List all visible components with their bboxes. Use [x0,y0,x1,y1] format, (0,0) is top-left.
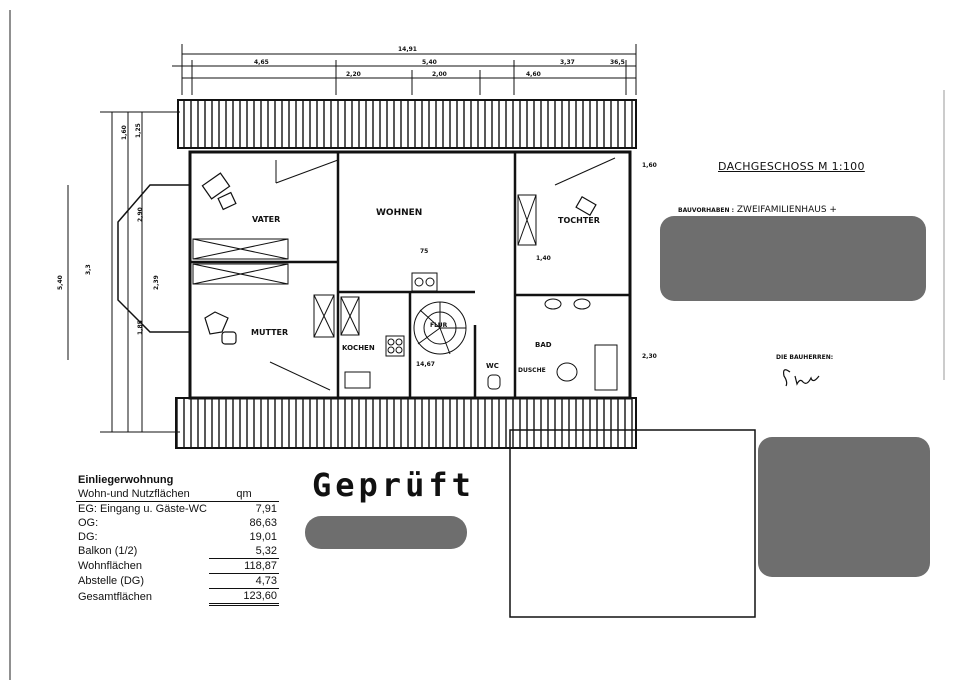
row-value: 86,63 [249,517,277,529]
project-value: ZWEIFAMILIENHAUS + [736,205,837,215]
dim-left5: 1,85 [137,320,144,335]
project-line: BAUVORHABEN : ZWEIFAMILIENHAUS + [678,205,837,215]
signature [783,369,820,387]
table-row: Gesamtflächen 123,60 [76,588,279,606]
dim-left2: 1,25 [135,123,142,138]
roof-band-top [177,99,637,149]
table-row: DG: 19,01 [76,530,279,544]
top-dimensions [172,44,637,95]
dim-seg3: 3,37 [560,59,575,66]
doors [269,157,616,391]
row-value: 118,87 [209,558,279,574]
redaction-block [305,516,467,549]
dim-sub1: 2,20 [346,71,361,78]
row-value: 19,01 [249,531,277,543]
area-flur: 14,67 [416,361,435,368]
room-dusche: DUSCHE [518,367,546,374]
room-flur: FLUR [430,322,448,329]
owners-label: DIE BAUHERREN: [776,354,834,361]
furniture [201,172,597,345]
dim-height-total: 5,40 [57,275,64,290]
table-row: Wohnflächen 118,87 [76,558,279,574]
project-label: BAUVORHABEN : [678,207,735,214]
row-label: OG: [78,517,99,529]
row-value: 7,91 [255,503,277,515]
dim-right1: 1,60 [642,162,657,169]
room-mutter: MUTTER [251,328,288,337]
dim-seg1: 4,65 [254,59,269,66]
dim-left3: 2,90 [137,207,144,222]
site-outline [509,429,756,618]
dim-right2: 2,30 [642,353,657,360]
dim-stair-width: 75 [420,248,428,255]
dim-sub3: 4,60 [526,71,541,78]
dim-tochter-width: 1,40 [536,255,551,262]
row-value: 123,60 [209,588,279,606]
row-value: 4,73 [209,573,279,589]
dim-seg2: 5,40 [422,59,437,66]
area-table-unit: qm [209,487,279,502]
table-row: EG: Eingang u. Gäste-WC 7,91 [76,502,279,517]
row-label: Gesamtflächen [78,590,152,603]
room-bad: BAD [535,341,552,349]
redaction-block [758,437,930,577]
table-row: Abstelle (DG) 4,73 [76,573,279,589]
plan-title: DACHGESCHOSS M 1:100 [718,160,865,173]
dim-left1: 1,60 [121,125,128,140]
wardrobes [192,194,537,338]
dim-total-width: 14,91 [398,46,417,53]
dim-seg4: 36,5 [610,59,625,66]
row-label: Abstelle (DG) [78,575,145,587]
dim-left4: 2,39 [153,275,160,290]
room-kochen: KOCHEN [342,344,375,352]
approved-stamp: Geprüft [312,466,475,504]
table-row: OG: 86,63 [76,516,279,530]
row-value: 5,32 [209,544,279,559]
row-label: Wohnflächen [78,560,143,572]
spiral-stair [413,301,467,355]
interior-walls [190,152,630,398]
table-row: Balkon (1/2) 5,32 [76,544,279,559]
bay-window [117,184,190,333]
room-vater: VATER [252,215,280,224]
area-table-heading: Einliegerwohnung [78,474,174,486]
room-wc: WC [486,362,499,370]
roof-band-bottom [175,397,637,449]
row-label: EG: Eingang u. Gäste-WC [78,503,207,515]
row-label: DG: [78,531,98,543]
room-tochter: TOCHTER [558,216,600,225]
area-table-subheading: Wohn-und Nutzflächen [76,487,209,502]
row-label: Balkon (1/2) [78,545,138,558]
dim-bay: 3,3 [85,264,92,275]
dim-sub2: 2,00 [432,71,447,78]
fixtures [344,272,618,391]
redaction-block [660,216,926,301]
left-dimensions [67,111,180,433]
room-wohnen: WOHNEN [376,208,422,218]
